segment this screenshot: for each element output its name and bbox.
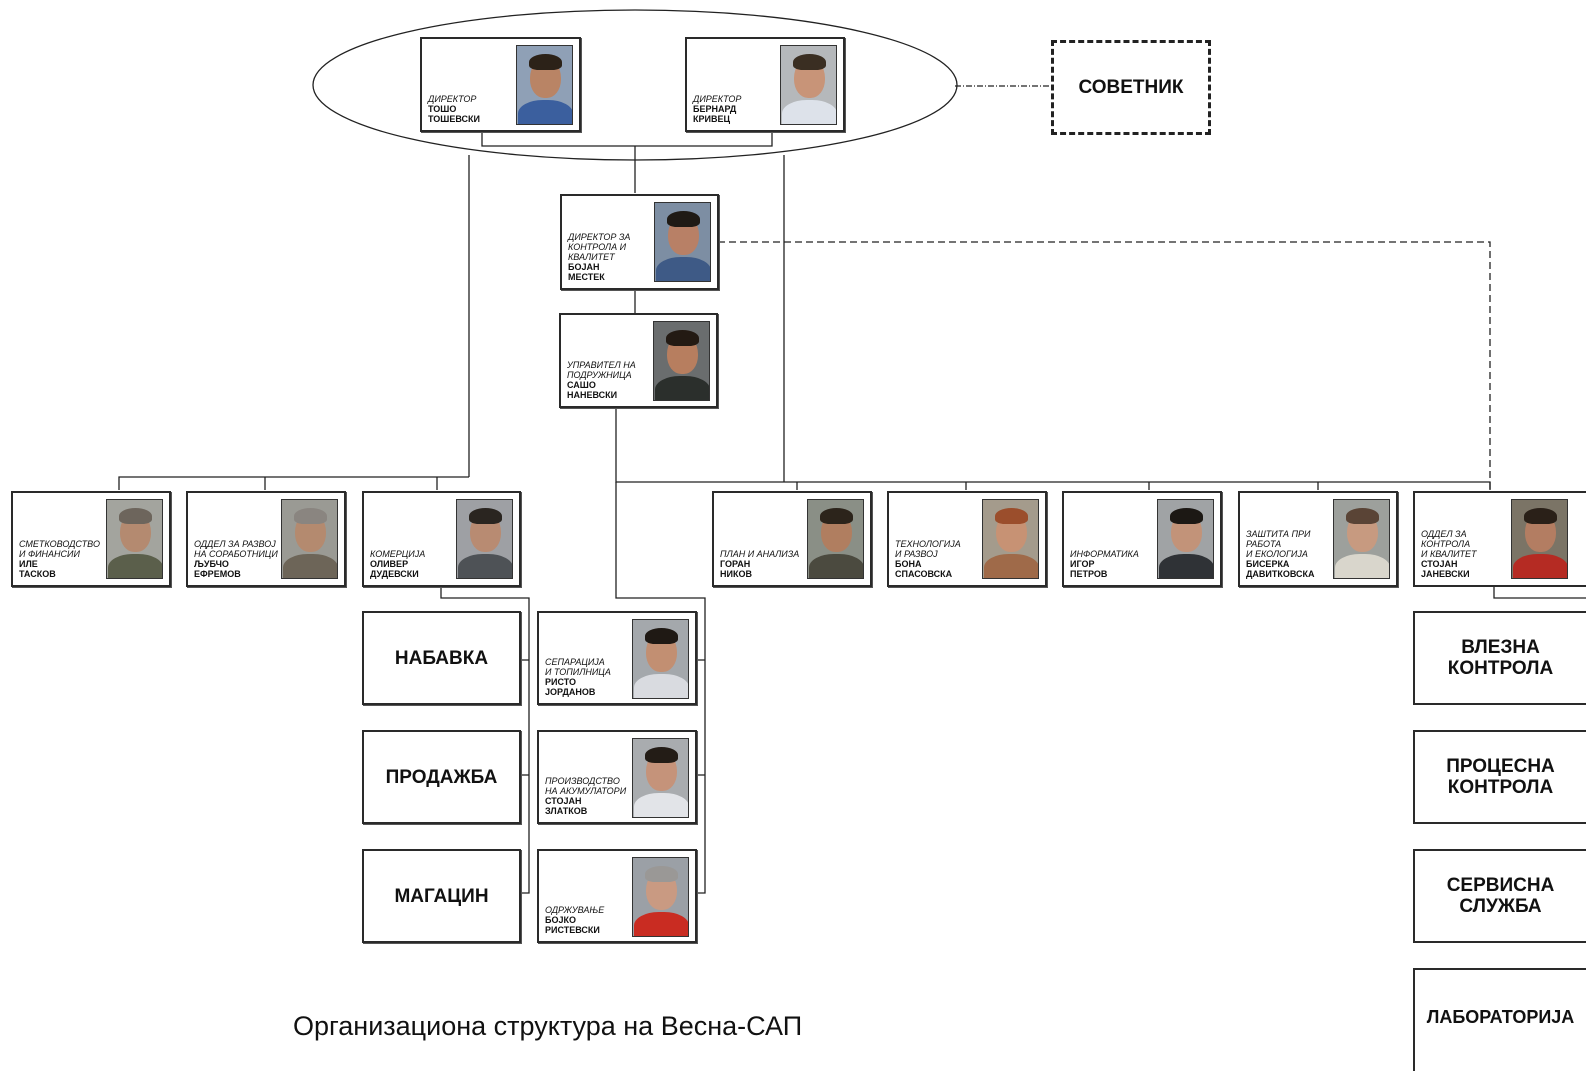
role-label: ДИРЕКТОР [428, 94, 477, 104]
role-label: ДИРЕКТОР ЗА КОНТРОЛА И КВАЛИТЕТ [568, 232, 631, 262]
portrait-photo [982, 499, 1039, 579]
role-label: ЗАШТИТА ПРИ РАБОТА И ЕКОЛОГИЈА [1246, 529, 1311, 559]
person-name: БОНА СПАСОВСКА [895, 559, 953, 579]
person-name: РИСТО ЈОРДАНОВ [545, 677, 596, 697]
unit-warehouse[interactable]: МАГАЦИН [362, 849, 521, 943]
portrait-photo [106, 499, 163, 579]
role-label: ОДДЕЛ ЗА КОНТРОЛА И КВАЛИТЕТ [1421, 529, 1477, 559]
board-ellipse [312, 9, 958, 161]
portrait-photo [653, 321, 710, 401]
portrait-photo [654, 202, 711, 282]
role-label: УПРАВИТЕЛ НА ПОДРУЖНИЦА [567, 360, 636, 380]
unit-procurement[interactable]: НАБАВКА [362, 611, 521, 705]
role-label: КОМЕРЦИЈА [370, 549, 426, 559]
portrait-photo [632, 857, 689, 937]
unit-laboratory[interactable]: ЛАБОРАТОРИЈА [1413, 968, 1586, 1071]
person-name: ЉУБЧО ЕФРЕМОВ [194, 559, 241, 579]
person-name: СТОЈАН ЈАНЕВСКИ [1421, 559, 1470, 579]
unit-sales[interactable]: ПРОДАЖБА [362, 730, 521, 824]
person-name: БОЈКО РИСТЕВСКИ [545, 915, 600, 935]
person-name: ОЛИВЕР ДУДЕВСКИ [370, 559, 419, 579]
portrait-photo [516, 45, 573, 125]
role-label: СМЕТКОВОДСТВО И ФИНАНСИИ [19, 539, 100, 559]
unit-service[interactable]: СЕРВИСНА СЛУЖБА [1413, 849, 1586, 943]
role-label: ПРОИЗВОДСТВО НА АКУМУЛАТОРИ [545, 776, 627, 796]
portrait-photo [456, 499, 513, 579]
person-name: САШО НАНЕВСКИ [567, 380, 618, 400]
portrait-photo [632, 619, 689, 699]
portrait-photo [632, 738, 689, 818]
role-label: ОДДЕЛ ЗА РАЗВОЈ НА СОРАБОТНИЦИ [194, 539, 278, 559]
role-label: ПЛАН И АНАЛИЗА [720, 549, 800, 559]
role-label: ДИРЕКТОР [693, 94, 742, 104]
person-name: БЕРНАРД КРИВЕЦ [693, 104, 737, 124]
diagram-caption: Организациона структура на Весна-САП [293, 1011, 803, 1041]
person-name: СТОЈАН ЗЛАТКОВ [545, 796, 588, 816]
person-name: ИГОР ПЕТРОВ [1070, 559, 1108, 579]
role-label: СЕПАРАЦИЈА И ТОПИЛНИЦА [545, 657, 611, 677]
advisor-box[interactable]: СОВЕТНИК [1051, 40, 1211, 135]
person-name: ИЛЕ ТАСКОВ [19, 559, 56, 579]
person-name: БИСЕРКА ДАВИТКОВСКА [1246, 559, 1315, 579]
portrait-photo [807, 499, 864, 579]
portrait-photo [1157, 499, 1214, 579]
role-label: ТЕХНОЛОГИЈА И РАЗВОЈ [895, 539, 961, 559]
role-label: ИНФОРМАТИКА [1070, 549, 1139, 559]
portrait-photo [1333, 499, 1390, 579]
portrait-photo [281, 499, 338, 579]
role-label: ОДРЖУВАЊЕ [545, 905, 605, 915]
unit-incoming-control[interactable]: ВЛЕЗНА КОНТРОЛА [1413, 611, 1586, 705]
person-name: БОЈАН МЕСТЕК [568, 262, 605, 282]
person-name: ГОРАН НИКОВ [720, 559, 752, 579]
portrait-photo [1511, 499, 1568, 579]
portrait-photo [780, 45, 837, 125]
unit-process-control[interactable]: ПРОЦЕСНА КОНТРОЛА [1413, 730, 1586, 824]
person-name: ТОШО ТОШЕВСКИ [428, 104, 480, 124]
